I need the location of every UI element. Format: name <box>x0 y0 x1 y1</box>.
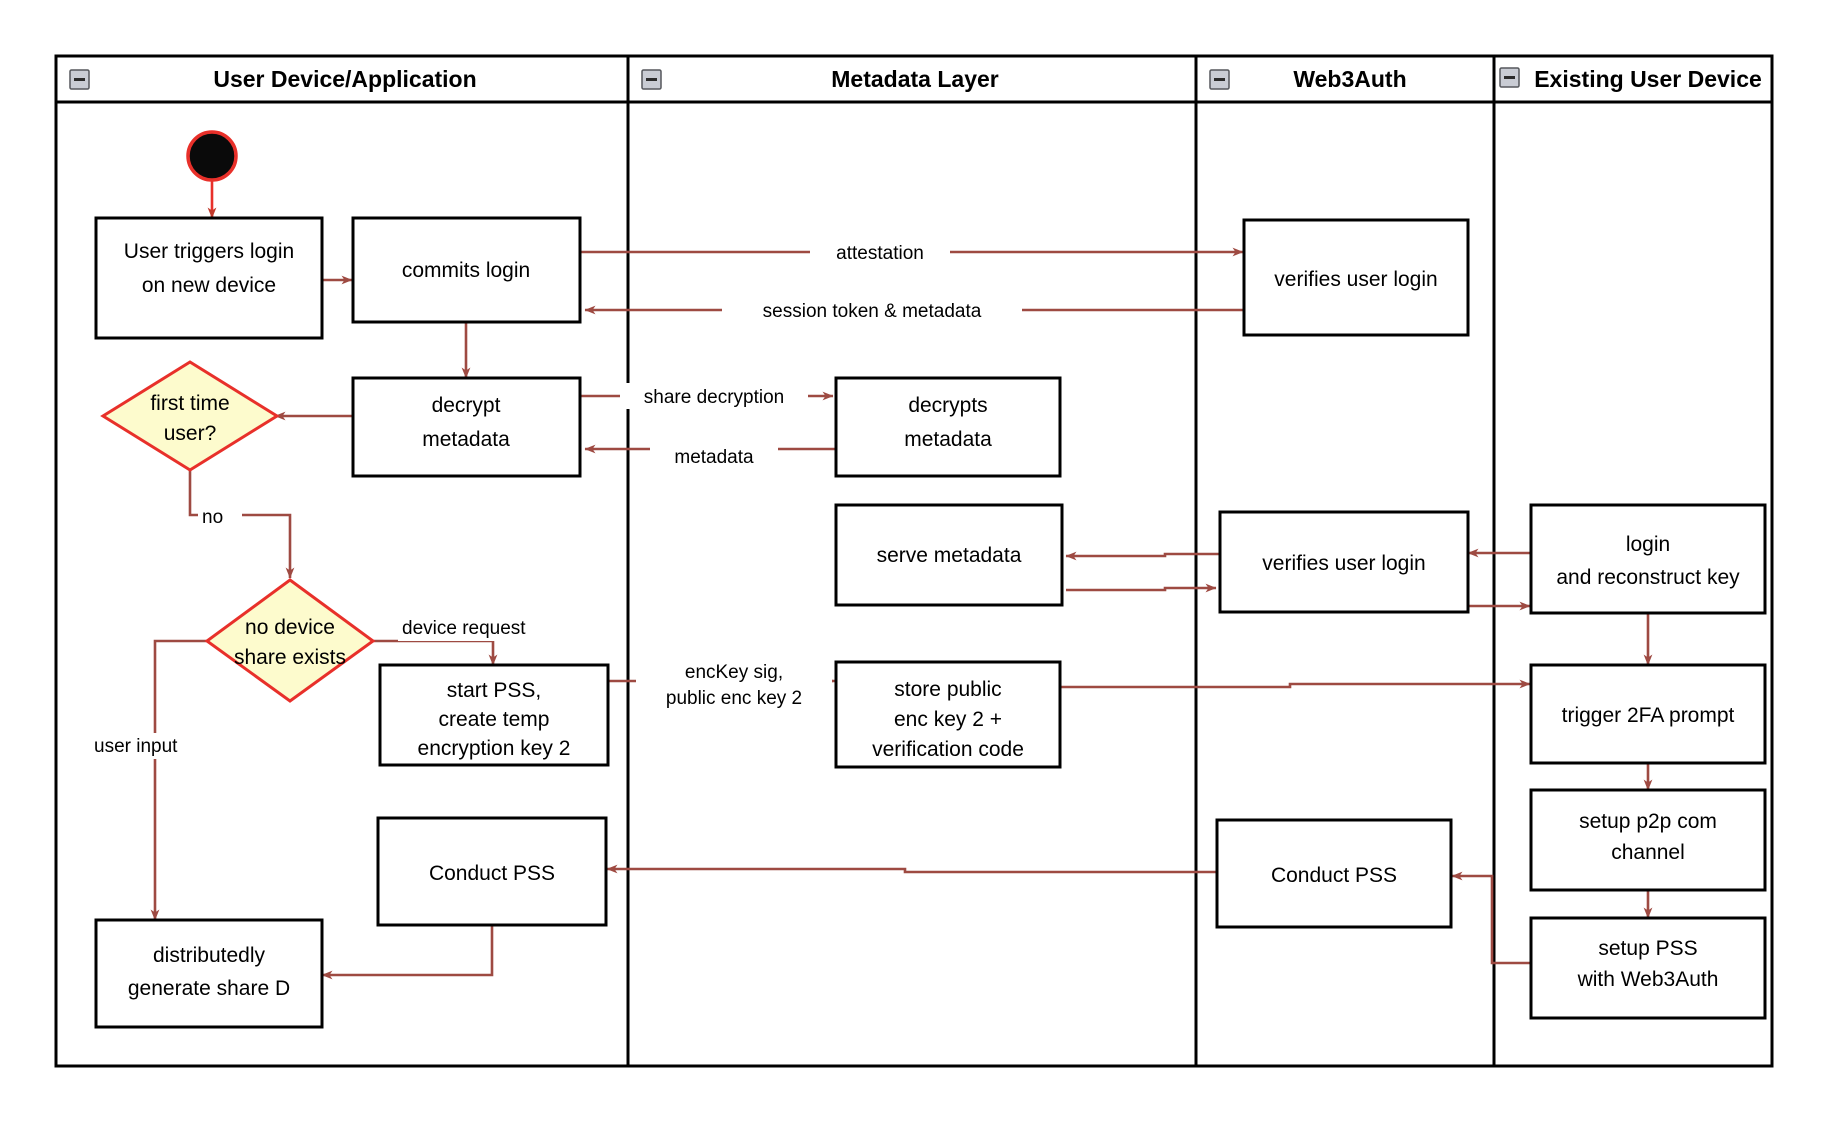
node-decrypts-metadata-line-2: metadata <box>904 428 992 451</box>
edge-conduct-pss-to-generate-share-d <box>321 925 494 980</box>
edge-label-enckey-sig-line-2: public enc key 2 <box>666 688 802 709</box>
node-no-device-share-line-2: share exists <box>234 646 346 669</box>
lane-title-user-device: User Device/Application <box>213 66 476 92</box>
node-setup-p2p-com-channel[interactable]: setup p2p com channel <box>1529 788 1767 892</box>
node-trigger-2fa-label: trigger 2FA prompt <box>1562 704 1735 727</box>
node-setup-p2p-line-2: channel <box>1611 841 1685 864</box>
node-trigger-2fa-prompt[interactable]: trigger 2FA prompt <box>1529 663 1767 765</box>
lane-header-metadata[interactable] <box>626 54 1198 104</box>
node-login-reconstruct-line-2: and reconstruct key <box>1556 566 1740 589</box>
edge-label-metadata: metadata <box>674 447 754 468</box>
node-store-key-line-2: enc key 2 + <box>894 708 1002 731</box>
edge-label-group: attestation session token & metadata sha… <box>90 239 1022 759</box>
node-verifies-user-login-top[interactable]: verifies user login <box>1242 218 1470 337</box>
edge-serve-metadata-to-verifies <box>1066 583 1217 593</box>
node-first-time-user[interactable]: first time user? <box>100 360 280 472</box>
minus-box-icon-web3auth[interactable] <box>1209 69 1230 90</box>
lane-header-user-device[interactable] <box>54 54 630 104</box>
edge-label-user-input: user input <box>94 736 178 757</box>
minus-box-icon-user-device[interactable] <box>69 69 90 90</box>
node-conduct-pss-web3auth[interactable]: Conduct PSS <box>1215 818 1453 929</box>
edge-label-enckey-sig-line-1: encKey sig, <box>685 662 783 683</box>
edge-setup-pss-to-conduct-pss-web3auth <box>1451 871 1530 965</box>
edge-user-input <box>150 639 208 921</box>
node-no-device-share-exists[interactable]: no device share exists <box>204 578 376 703</box>
node-decrypt-metadata-line-2: metadata <box>422 428 510 451</box>
node-first-time-user-line-2: user? <box>164 422 217 445</box>
node-decrypt-metadata[interactable]: decrypt metadata <box>351 376 582 478</box>
node-serve-metadata[interactable]: serve metadata <box>834 503 1064 607</box>
node-start-pss-create-temp-key[interactable]: start PSS, create temp encryption key 2 <box>378 663 610 767</box>
node-verifies-user-login-mid-label: verifies user login <box>1262 552 1425 575</box>
node-store-key-line-3: verification code <box>872 738 1024 761</box>
edge-label-session-token-metadata: session token & metadata <box>763 301 982 322</box>
node-decrypt-metadata-line-1: decrypt <box>432 394 501 417</box>
node-generate-share-d-line-2: generate share D <box>128 977 290 1000</box>
node-start-pss-line-3: encryption key 2 <box>418 737 571 760</box>
node-user-triggers-login-line-1: User triggers login <box>124 240 294 263</box>
node-decrypts-metadata-line-1: decrypts <box>908 394 987 417</box>
node-start-pss-line-2: create temp <box>439 708 550 731</box>
node-no-device-share-line-1: no device <box>245 616 335 639</box>
node-setup-p2p-line-1: setup p2p com <box>1579 810 1717 833</box>
node-start-pss-line-1: start PSS, <box>447 679 542 702</box>
node-user-triggers-login-line-2: on new device <box>142 274 276 297</box>
node-first-time-user-line-1: first time <box>150 392 229 415</box>
node-user-triggers-login[interactable]: User triggers login on new device <box>94 216 324 340</box>
node-setup-pss-line-1: setup PSS <box>1598 937 1697 960</box>
node-generate-share-d-line-1: distributedly <box>153 944 266 967</box>
node-store-key-line-1: store public <box>894 678 1001 701</box>
node-verifies-user-login-mid[interactable]: verifies user login <box>1218 510 1470 614</box>
node-conduct-pss-web3auth-label: Conduct PSS <box>1271 864 1397 887</box>
edge-verifies-to-serve-metadata <box>1065 551 1221 561</box>
node-login-and-reconstruct-key[interactable]: login and reconstruct key <box>1529 503 1767 615</box>
node-store-public-enc-key[interactable]: store public enc key 2 + verification co… <box>834 660 1062 769</box>
edge-label-no: no <box>202 507 223 528</box>
edge-label-attestation: attestation <box>836 243 924 264</box>
lane-title-metadata: Metadata Layer <box>831 66 999 92</box>
edge-label-device-request: device request <box>402 618 526 639</box>
edge-label-share-decryption: share decryption <box>644 387 784 408</box>
lane-title-existing-device: Existing User Device <box>1534 66 1762 92</box>
node-decrypts-metadata[interactable]: decrypts metadata <box>834 376 1062 478</box>
lane-header-existing-device[interactable] <box>1492 54 1774 104</box>
node-setup-pss-with-web3auth[interactable]: setup PSS with Web3Auth <box>1529 916 1767 1020</box>
node-serve-metadata-label: serve metadata <box>877 544 1022 567</box>
edge-conduct-pss-web3auth-to-user <box>606 864 1216 874</box>
minus-box-icon-existing-device[interactable] <box>1499 67 1520 88</box>
node-conduct-pss-user[interactable]: Conduct PSS <box>376 816 608 927</box>
node-verifies-user-login-top-label: verifies user login <box>1274 268 1437 291</box>
minus-box-icon-metadata[interactable] <box>641 69 662 90</box>
node-conduct-pss-user-label: Conduct PSS <box>429 862 555 885</box>
swimlane-headers: User Device/Application Metadata Layer W… <box>54 54 1774 104</box>
node-login-reconstruct-line-1: login <box>1626 533 1670 556</box>
initial-node[interactable] <box>186 130 238 182</box>
node-distributedly-generate-share-d[interactable]: distributedly generate share D <box>94 918 324 1029</box>
edge-store-key-to-trigger-2fa <box>1060 679 1531 689</box>
node-commits-login[interactable]: commits login <box>351 216 582 324</box>
lane-title-web3auth: Web3Auth <box>1293 66 1406 92</box>
node-commits-login-label: commits login <box>402 259 530 282</box>
lane-header-web3auth[interactable] <box>1194 54 1496 104</box>
node-setup-pss-line-2: with Web3Auth <box>1577 968 1719 991</box>
